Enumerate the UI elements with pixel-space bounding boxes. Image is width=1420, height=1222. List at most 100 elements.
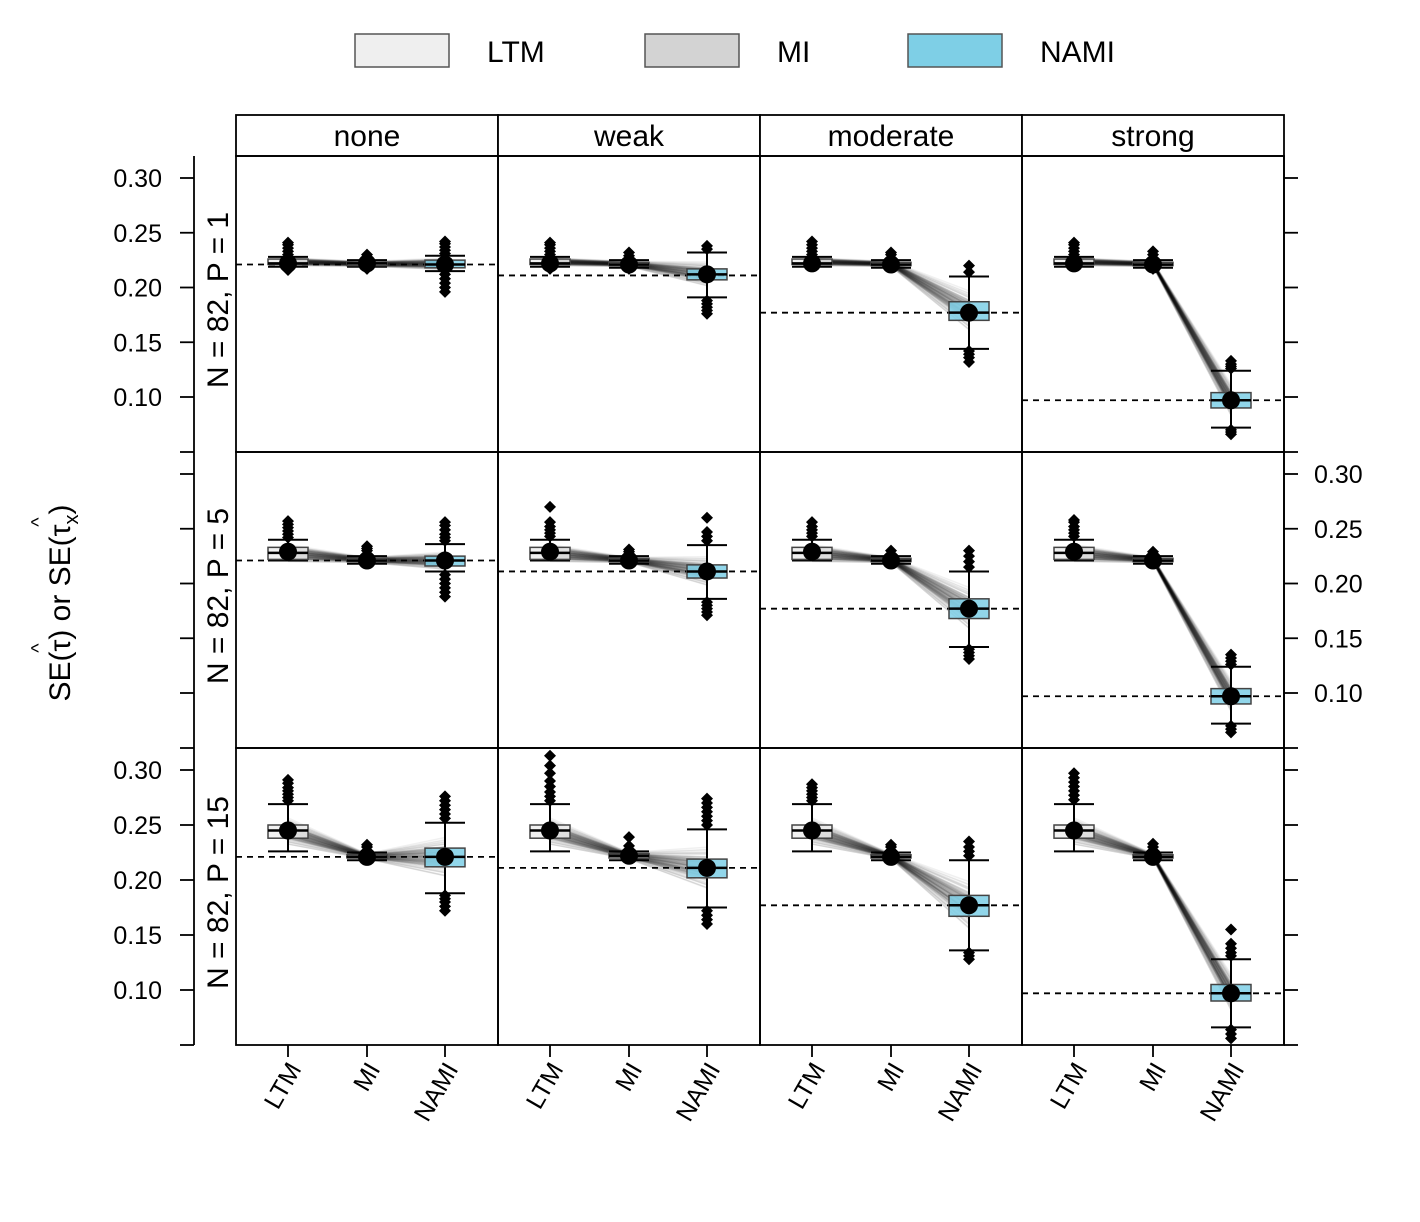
- replication-line: [1073, 260, 1232, 401]
- replication-line: [1073, 264, 1232, 416]
- outlier-point: [963, 259, 975, 272]
- outlier-point: [439, 516, 451, 529]
- y-tick-label: 0.20: [113, 867, 162, 895]
- replication-line: [1073, 260, 1232, 397]
- panel-r2-c3: [759, 451, 1023, 749]
- replication-line: [1073, 552, 1232, 694]
- replication-line: [1073, 548, 1232, 690]
- outlier-point: [282, 515, 294, 528]
- mean-point-mi: [882, 255, 900, 274]
- replication-line: [1073, 553, 1232, 695]
- replication-line: [1073, 555, 1232, 695]
- panel-r3-c4: [1021, 747, 1285, 1046]
- mean-point-nami: [960, 599, 978, 618]
- replication-line: [1073, 262, 1232, 405]
- x-tick-label-nami: NAMI: [1195, 1058, 1250, 1126]
- mean-point-nami: [436, 551, 454, 570]
- replication-line: [1073, 263, 1232, 414]
- replication-line: [1073, 258, 1232, 394]
- replication-line: [1073, 259, 1232, 397]
- outlier-point: [544, 759, 556, 772]
- replication-line: [1073, 551, 1232, 696]
- replication-line: [1073, 551, 1232, 697]
- replication-line: [1073, 552, 1232, 698]
- replication-line: [1073, 261, 1232, 405]
- replication-line: [1073, 553, 1232, 693]
- outlier-point: [963, 653, 975, 666]
- panel-border: [235, 155, 499, 453]
- replication-line: [1073, 262, 1232, 405]
- replication-line: [1073, 264, 1232, 413]
- x-tick-label-mi: MI: [872, 1058, 910, 1096]
- replication-line: [1073, 558, 1232, 706]
- strip-weak: [497, 114, 761, 157]
- outlier-point: [1225, 428, 1237, 441]
- replication-line: [1073, 550, 1232, 699]
- mean-point-mi: [358, 254, 376, 273]
- outlier-point: [439, 790, 451, 803]
- replication-line: [1073, 555, 1232, 701]
- outlier-point: [623, 246, 635, 259]
- replication-line: [1073, 550, 1232, 690]
- replication-line: [1073, 260, 1232, 400]
- legend-swatch-mi: [644, 33, 740, 68]
- outlier-point: [1225, 923, 1237, 936]
- outlier-point: [1147, 837, 1159, 850]
- replication-line: [1073, 553, 1232, 697]
- replication-line: [1073, 554, 1232, 699]
- outlier-point: [544, 767, 556, 780]
- replication-line: [1073, 262, 1232, 405]
- outlier-point: [701, 307, 713, 320]
- replication-line: [1073, 260, 1232, 402]
- replication-line: [1073, 552, 1232, 698]
- outlier-point: [806, 516, 818, 529]
- replication-line: [1073, 558, 1232, 710]
- replication-line: [1073, 260, 1232, 395]
- replication-line: [1073, 262, 1232, 409]
- replication-line: [1073, 555, 1232, 696]
- outlier-point: [544, 500, 556, 513]
- replication-line: [1073, 258, 1232, 395]
- replication-line: [1073, 550, 1232, 696]
- strip-strong: [1021, 114, 1285, 157]
- outlier-point: [806, 235, 818, 248]
- replication-line: [1073, 555, 1232, 698]
- y-tick-label: 0.15: [1314, 625, 1363, 653]
- replication-line: [1073, 258, 1232, 395]
- row-label-2: N = 82, P = 5: [202, 508, 235, 684]
- replication-line: [1073, 555, 1232, 706]
- y-title-part: τ: [44, 640, 77, 652]
- x-tick-label-mi: MI: [348, 1058, 386, 1096]
- replication-line: [1073, 554, 1232, 703]
- replication-line: [1073, 261, 1232, 406]
- outlier-point: [361, 838, 373, 851]
- mean-point-ltm: [1065, 821, 1083, 840]
- y-title-part: ): [44, 504, 77, 514]
- outlier-point: [439, 590, 451, 603]
- mean-point-nami: [436, 847, 454, 866]
- legend-label-ltm: LTM: [487, 36, 545, 69]
- replication-line: [1073, 551, 1232, 693]
- panel-border: [497, 747, 761, 1046]
- replication-line: [1073, 258, 1232, 393]
- replication-line: [1073, 552, 1232, 701]
- y-tick-label: 0.25: [113, 812, 162, 840]
- y-tick-label: 0.30: [113, 757, 162, 785]
- outlier-point: [361, 540, 373, 553]
- x-tick-label-ltm: LTM: [1045, 1058, 1093, 1114]
- y-tick-label: 0.30: [113, 165, 162, 193]
- mean-point-ltm: [803, 821, 821, 840]
- outlier-point: [701, 918, 713, 930]
- replication-line: [1073, 554, 1232, 705]
- mean-point-ltm: [279, 254, 297, 273]
- mean-point-mi: [620, 551, 638, 570]
- legend-swatch-nami: [907, 33, 1003, 68]
- replication-line: [1073, 263, 1232, 409]
- replication-line: [1073, 261, 1232, 407]
- outlier-point: [282, 773, 294, 786]
- mean-point-mi: [620, 255, 638, 274]
- panel-border: [235, 451, 499, 749]
- replication-line: [1073, 551, 1232, 700]
